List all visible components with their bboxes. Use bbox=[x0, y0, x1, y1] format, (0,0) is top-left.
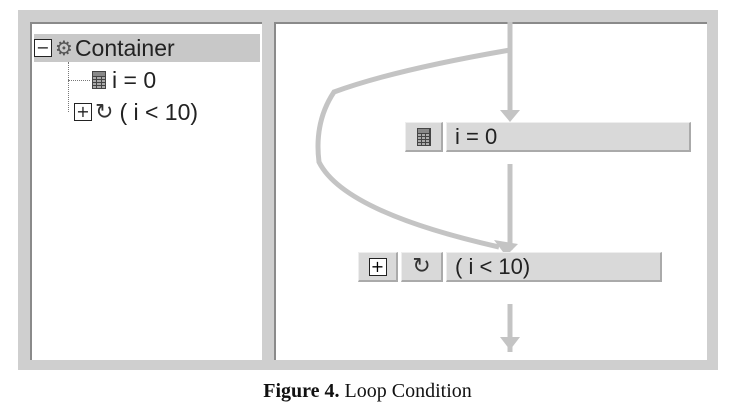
flow-edges bbox=[315, 22, 520, 352]
figure-caption: Figure 4. Loop Condition bbox=[0, 380, 735, 403]
tree-connector bbox=[68, 80, 90, 81]
tree-pane: − ⚙ Container i = 0 + ↻ ( i < 10) bbox=[30, 22, 262, 360]
expand-icon[interactable]: + bbox=[74, 103, 92, 121]
calculator-icon bbox=[92, 71, 106, 89]
node-label: i = 0 bbox=[446, 122, 691, 152]
tree-item-label: Container bbox=[74, 34, 175, 61]
tree-item-label: i = 0 bbox=[112, 66, 157, 93]
tree-item-assign[interactable]: i = 0 bbox=[92, 66, 156, 94]
expand-icon[interactable]: + bbox=[368, 257, 387, 276]
loop-icon: ↻ bbox=[412, 254, 431, 279]
tree-item-loop[interactable]: + ↻ ( i < 10) bbox=[74, 98, 198, 126]
tree-connector bbox=[68, 62, 69, 112]
gears-icon: ⚙ bbox=[55, 36, 73, 60]
figure-number: Figure 4. bbox=[263, 380, 340, 402]
flow-node-assign[interactable]: i = 0 bbox=[405, 122, 691, 152]
tree-item-container[interactable]: − ⚙ Container bbox=[34, 34, 260, 62]
node-icon-cell bbox=[405, 122, 443, 152]
loop-icon: ↻ bbox=[95, 99, 114, 125]
node-label: ( i < 10) bbox=[446, 252, 662, 282]
node-icon-cell: ↻ bbox=[401, 252, 443, 282]
figure-title: Loop Condition bbox=[339, 380, 472, 402]
collapse-icon[interactable]: − bbox=[34, 39, 52, 57]
calculator-icon bbox=[416, 127, 431, 146]
tree-item-label: ( i < 10) bbox=[119, 98, 199, 125]
node-expand-cell[interactable]: + bbox=[358, 252, 398, 282]
flow-node-loop[interactable]: + ↻ ( i < 10) bbox=[358, 252, 662, 282]
